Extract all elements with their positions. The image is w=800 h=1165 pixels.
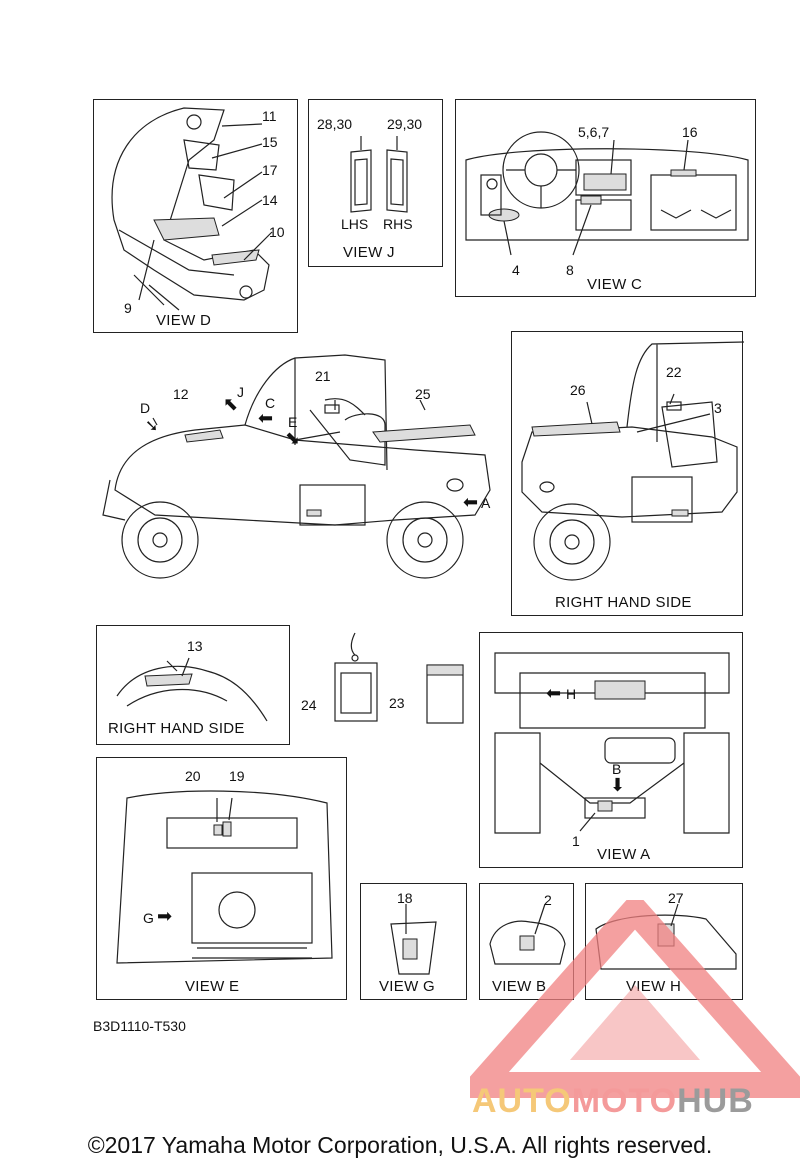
view-d-panel: 11 15 17 14 10 9 VIEW D	[93, 99, 298, 333]
callout-29-30: 29,30	[387, 116, 423, 132]
callout-10: 10	[269, 224, 285, 240]
view-j-caption: VIEW J	[343, 244, 395, 261]
arrow-B: ⬇	[610, 775, 626, 795]
callout-G: G	[143, 910, 154, 926]
callout-C: C	[265, 395, 276, 411]
callout-4: 4	[512, 262, 520, 278]
right-side-small-panel: 13 RIGHT HAND SIDE	[96, 625, 290, 745]
main-vehicle-illustration	[102, 354, 491, 579]
view-a-panel: ⬅ H B ⬇ 1 VIEW A	[479, 632, 743, 868]
callout-28-30: 28,30	[317, 116, 353, 132]
callout-27: 27	[668, 890, 684, 906]
callout-5-6-7: 5,6,7	[578, 124, 610, 140]
label-lhs: LHS	[341, 216, 369, 232]
watermark-logo	[470, 900, 800, 1098]
arrow-C: ⬅	[258, 408, 274, 428]
callout-12: 12	[173, 386, 189, 402]
arrow-A: ⬅	[463, 492, 479, 512]
callout-J: J	[237, 384, 244, 400]
view-e-caption: VIEW E	[185, 978, 240, 995]
view-j-panel: 28,30 29,30 LHS RHS VIEW J	[308, 99, 443, 267]
view-g-illustration	[390, 904, 437, 975]
right-side-panel: 26 22 3 RIGHT HAND SIDE	[511, 331, 744, 616]
view-c-panel: 5,6,7 16 4 8 VIEW C	[455, 99, 756, 297]
right-side-small-caption: RIGHT HAND SIDE	[108, 720, 245, 737]
callout-21: 21	[315, 368, 331, 384]
right-side-small-illustration	[116, 657, 268, 722]
watermark-part-moto: MOTO	[571, 1082, 678, 1120]
view-e-illustration	[116, 790, 333, 964]
copyright-notice: ©2017 Yamaha Motor Corporation, U.S.A. A…	[87, 1132, 713, 1158]
arrow-D: ➘	[145, 418, 159, 435]
view-e-panel: 20 19 G ➡ VIEW E	[96, 757, 347, 1000]
view-d-caption: VIEW D	[156, 312, 212, 329]
callout-19: 19	[229, 768, 245, 784]
callout-25: 25	[415, 386, 431, 402]
view-a-caption: VIEW A	[597, 846, 651, 863]
callout-D: D	[140, 400, 151, 416]
callout-24: 24	[301, 697, 317, 713]
callout-1: 1	[572, 833, 580, 849]
callout-9: 9	[124, 300, 132, 316]
arrow-H: ⬅	[546, 683, 562, 703]
callout-B: B	[612, 761, 622, 777]
callout-26: 26	[570, 382, 586, 398]
callout-20: 20	[185, 768, 201, 784]
view-g-panel: 18 VIEW G	[360, 883, 467, 1000]
callout-18: 18	[397, 890, 413, 906]
callout-14: 14	[262, 192, 278, 208]
callout-13: 13	[187, 638, 203, 654]
arrow-J: ⬉	[223, 394, 239, 414]
callout-11: 11	[262, 108, 277, 124]
view-g-caption: VIEW G	[379, 978, 435, 995]
right-side-caption: RIGHT HAND SIDE	[555, 594, 692, 611]
label-rhs: RHS	[383, 216, 413, 232]
main-vehicle-area: D ➘ 12 J ⬉ C ⬅ E ⬊ 21 25 ⬅ A	[95, 340, 505, 590]
arrow-G: ➡	[157, 906, 173, 926]
callout-17: 17	[262, 162, 278, 178]
watermark-part-hub: HUB	[677, 1082, 754, 1120]
callout-E: E	[288, 414, 298, 430]
view-d-illustration	[111, 107, 273, 311]
tags-illustration	[334, 632, 464, 724]
watermark-part-auto: AUTO	[472, 1082, 572, 1120]
right-side-illustration	[521, 341, 744, 581]
document-code: B3D1110-T530	[93, 1018, 186, 1034]
watermark-text: AUTOMOTOHUB	[472, 1082, 754, 1121]
tags-area: 24 23	[295, 625, 475, 730]
callout-15: 15	[262, 134, 278, 150]
callout-H: H	[566, 686, 577, 702]
view-c-caption: VIEW C	[587, 276, 643, 293]
arrow-E: ⬊	[285, 428, 301, 448]
view-a-illustration	[494, 652, 730, 834]
callout-23: 23	[389, 695, 405, 711]
view-b-caption: VIEW B	[492, 978, 547, 995]
callout-16: 16	[682, 124, 698, 140]
callout-2: 2	[544, 892, 552, 908]
callout-22: 22	[666, 364, 682, 380]
view-h-caption: VIEW H	[626, 978, 682, 995]
callout-8: 8	[566, 262, 574, 278]
callout-3: 3	[714, 400, 722, 416]
view-c-illustration	[465, 131, 749, 256]
view-b-illustration	[489, 903, 566, 965]
view-j-illustration	[350, 136, 408, 213]
callout-A: A	[481, 495, 491, 511]
